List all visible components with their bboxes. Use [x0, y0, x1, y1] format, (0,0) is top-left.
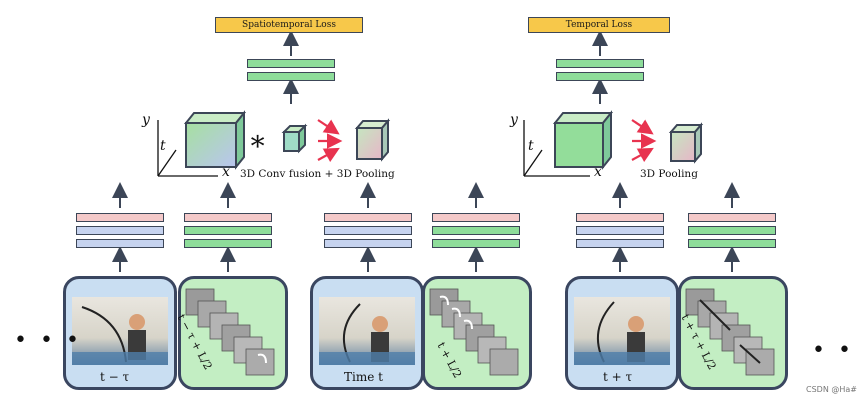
- left-top-stack-bar-2: [247, 72, 335, 81]
- left-big-cube: [183, 110, 247, 170]
- ellipsis-left: • • •: [14, 328, 82, 353]
- left-top-stack-bar-1: [247, 59, 335, 68]
- left-small-cube: [281, 123, 308, 154]
- rgb-photo-3: [574, 297, 670, 365]
- right-axes: [523, 120, 590, 177]
- left-axis-y-label: y: [142, 112, 150, 128]
- convolution-operator: ∗: [248, 124, 268, 157]
- right-axis-t-label: t: [528, 138, 534, 154]
- rgb-label-3: t + τ: [603, 370, 633, 384]
- flow-stack-1: [185, 288, 275, 376]
- left-axis-x-label: x: [222, 164, 230, 180]
- left-axis-t-line: [157, 149, 177, 177]
- left-red-arrows: [317, 119, 343, 163]
- watermark: CSDN @Ha#: [806, 385, 857, 394]
- spatiotemporal-loss-box: Spatiotemporal Loss: [215, 17, 363, 33]
- flow-stack-2: [429, 288, 519, 376]
- rgb-label-1: t − τ: [100, 370, 130, 384]
- right-axis-x-label: x: [594, 164, 602, 180]
- rgb-photo-2: [319, 297, 415, 365]
- right-top-stack-bar-1: [556, 59, 644, 68]
- flow-stack-3: [685, 288, 775, 376]
- temporal-loss-label: Temporal Loss: [565, 20, 633, 30]
- temporal-loss-box: Temporal Loss: [528, 17, 670, 33]
- right-axis-t-line: [523, 149, 543, 177]
- left-fusion-caption: 3D Conv fusion + 3D Pooling: [240, 168, 395, 180]
- rgb-label-2: Time t: [344, 370, 383, 384]
- right-red-arrows: [631, 119, 657, 163]
- right-fusion-caption: 3D Pooling: [640, 168, 698, 180]
- right-axis-y-label: y: [510, 112, 518, 128]
- right-big-cube: [552, 110, 614, 170]
- left-axis-t-label: t: [160, 138, 166, 154]
- right-result-cube: [668, 122, 704, 164]
- ellipsis-right: • • •: [812, 338, 865, 363]
- right-top-stack-bar-2: [556, 72, 644, 81]
- spatiotemporal-loss-label: Spatiotemporal Loss: [242, 20, 336, 30]
- up-arrows: [112, 30, 740, 272]
- left-result-cube: [354, 118, 391, 162]
- rgb-photo-1: [72, 297, 168, 365]
- left-axes: [157, 120, 218, 177]
